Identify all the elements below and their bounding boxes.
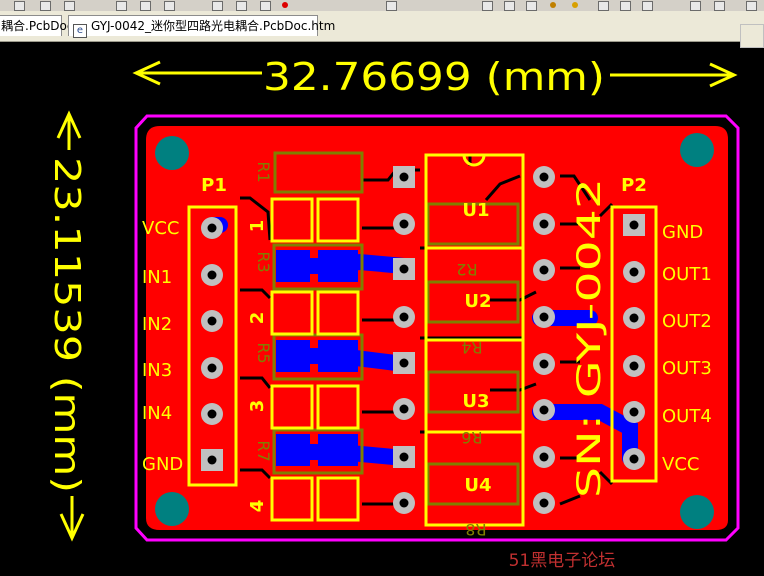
designator: R2 [456, 260, 477, 279]
channel-number: 4 [247, 500, 268, 513]
toolbar-icon[interactable] [690, 1, 701, 11]
ic-label-u1: U1 [462, 200, 489, 221]
connector-p2-label: P2 [621, 175, 647, 196]
connector-p2-outline [610, 205, 658, 483]
mounting-hole [680, 495, 714, 529]
p2-pin-labels: GND OUT1 OUT2 OUT3 OUT4 VCC [662, 222, 712, 475]
designator: R7 [254, 440, 273, 461]
pin-label: OUT3 [662, 358, 712, 379]
toolbar-icon[interactable] [282, 2, 288, 8]
serial-number-label: SN: GYJ-0042 [570, 178, 608, 498]
designator: R8 [465, 520, 486, 539]
channel-number: 3 [247, 400, 268, 413]
channel-number: 1 [247, 220, 268, 233]
pin-label: IN4 [142, 403, 172, 424]
channel-number: 2 [247, 312, 268, 325]
toolbar-icon[interactable] [550, 2, 556, 8]
toolbar [0, 0, 764, 12]
designator: R3 [254, 251, 273, 272]
toolbar-icon[interactable] [620, 1, 631, 11]
optocoupler-body [424, 153, 525, 527]
toolbar-icon[interactable] [504, 1, 515, 11]
pin-label: IN3 [142, 360, 172, 381]
designator: R1 [254, 161, 273, 182]
toolbar-icon[interactable] [116, 1, 127, 11]
pin-label: VCC [662, 454, 699, 475]
pin-label: GND [142, 454, 183, 475]
toolbar-icon[interactable] [482, 1, 493, 11]
led-pads [393, 166, 415, 514]
toolbar-icon[interactable] [64, 1, 75, 11]
p2-pads [623, 214, 645, 470]
connector-p1-label: P1 [201, 175, 227, 196]
pin-label: OUT1 [662, 264, 712, 285]
tab-pcbdoc[interactable]: 耦合.PcbDoc [0, 15, 73, 36]
pin-label: GND [662, 222, 703, 243]
toolbar-icon[interactable] [642, 1, 653, 11]
toolbar-icon[interactable] [572, 2, 578, 8]
mounting-hole [155, 136, 189, 170]
toolbar-icon[interactable] [526, 1, 537, 11]
html-document-icon: e [73, 24, 87, 38]
ic-pads [533, 166, 555, 514]
mounting-holes [155, 133, 714, 529]
mounting-hole [155, 492, 189, 526]
designator: R6 [461, 428, 482, 447]
pin-label: OUT4 [662, 406, 712, 427]
toolbar-icon[interactable] [236, 1, 247, 11]
designator: R5 [254, 342, 273, 363]
toolbar-icon[interactable] [212, 1, 223, 11]
height-dimension [56, 110, 85, 542]
panel-toggle-button[interactable] [740, 24, 764, 48]
tab-label: 耦合.PcbDoc [1, 19, 74, 33]
toolbar-icon[interactable] [140, 1, 151, 11]
ic-label-u2: U2 [464, 291, 491, 312]
pin-label: OUT2 [662, 311, 712, 332]
toolbar-icon[interactable] [164, 1, 175, 11]
toolbar-icon[interactable] [260, 1, 271, 11]
mirrored-designators: R2 R4 R6 R8 [456, 260, 486, 539]
toolbar-icon[interactable] [714, 1, 725, 11]
tab-label: GYJ-0042_迷你型四路光电耦合.PcbDoc.htm [91, 19, 336, 33]
channel-resistor-boxes [270, 197, 360, 522]
height-dimension-label: 23.11539 (mm) [46, 157, 87, 493]
watermark: 51黑电子论坛 [509, 551, 616, 571]
pin-label: VCC [142, 218, 179, 239]
channel-number-labels: 1 2 3 4 [247, 220, 268, 513]
p1-pin-labels: VCC IN1 IN2 IN3 IN4 GND [142, 218, 183, 475]
designator: R4 [461, 338, 482, 357]
toolbar-icon[interactable] [386, 1, 397, 11]
pcb-board [134, 114, 740, 542]
p1-pads [201, 217, 223, 471]
ic-label-u4: U4 [464, 475, 491, 496]
pin-label: IN2 [142, 314, 172, 335]
document-tab-bar: 耦合.PcbDoc e GYJ-0042_迷你型四路光电耦合.PcbDoc.htm [0, 11, 764, 48]
mounting-hole [680, 133, 714, 167]
ic-label-u3: U3 [462, 391, 489, 412]
toolbar-icon[interactable] [14, 1, 25, 11]
resistor-designators: R1 R3 R5 R7 [254, 161, 273, 461]
width-dimension [132, 60, 738, 88]
width-dimension-label: 32.76699 (mm) [263, 55, 605, 99]
toolbar-icon[interactable] [598, 1, 609, 11]
toolbar-icon[interactable] [40, 1, 51, 11]
toolbar-icon[interactable] [746, 1, 757, 11]
connector-p1-outline [187, 205, 238, 487]
tab-pcbdoc-htm[interactable]: e GYJ-0042_迷你型四路光电耦合.PcbDoc.htm [68, 15, 335, 38]
ic-labels: U1 U2 U3 U4 [462, 200, 491, 496]
pin-label: IN1 [142, 267, 172, 288]
pcb-canvas[interactable]: 32.76699 (mm) 23.11539 (mm) [0, 41, 764, 576]
